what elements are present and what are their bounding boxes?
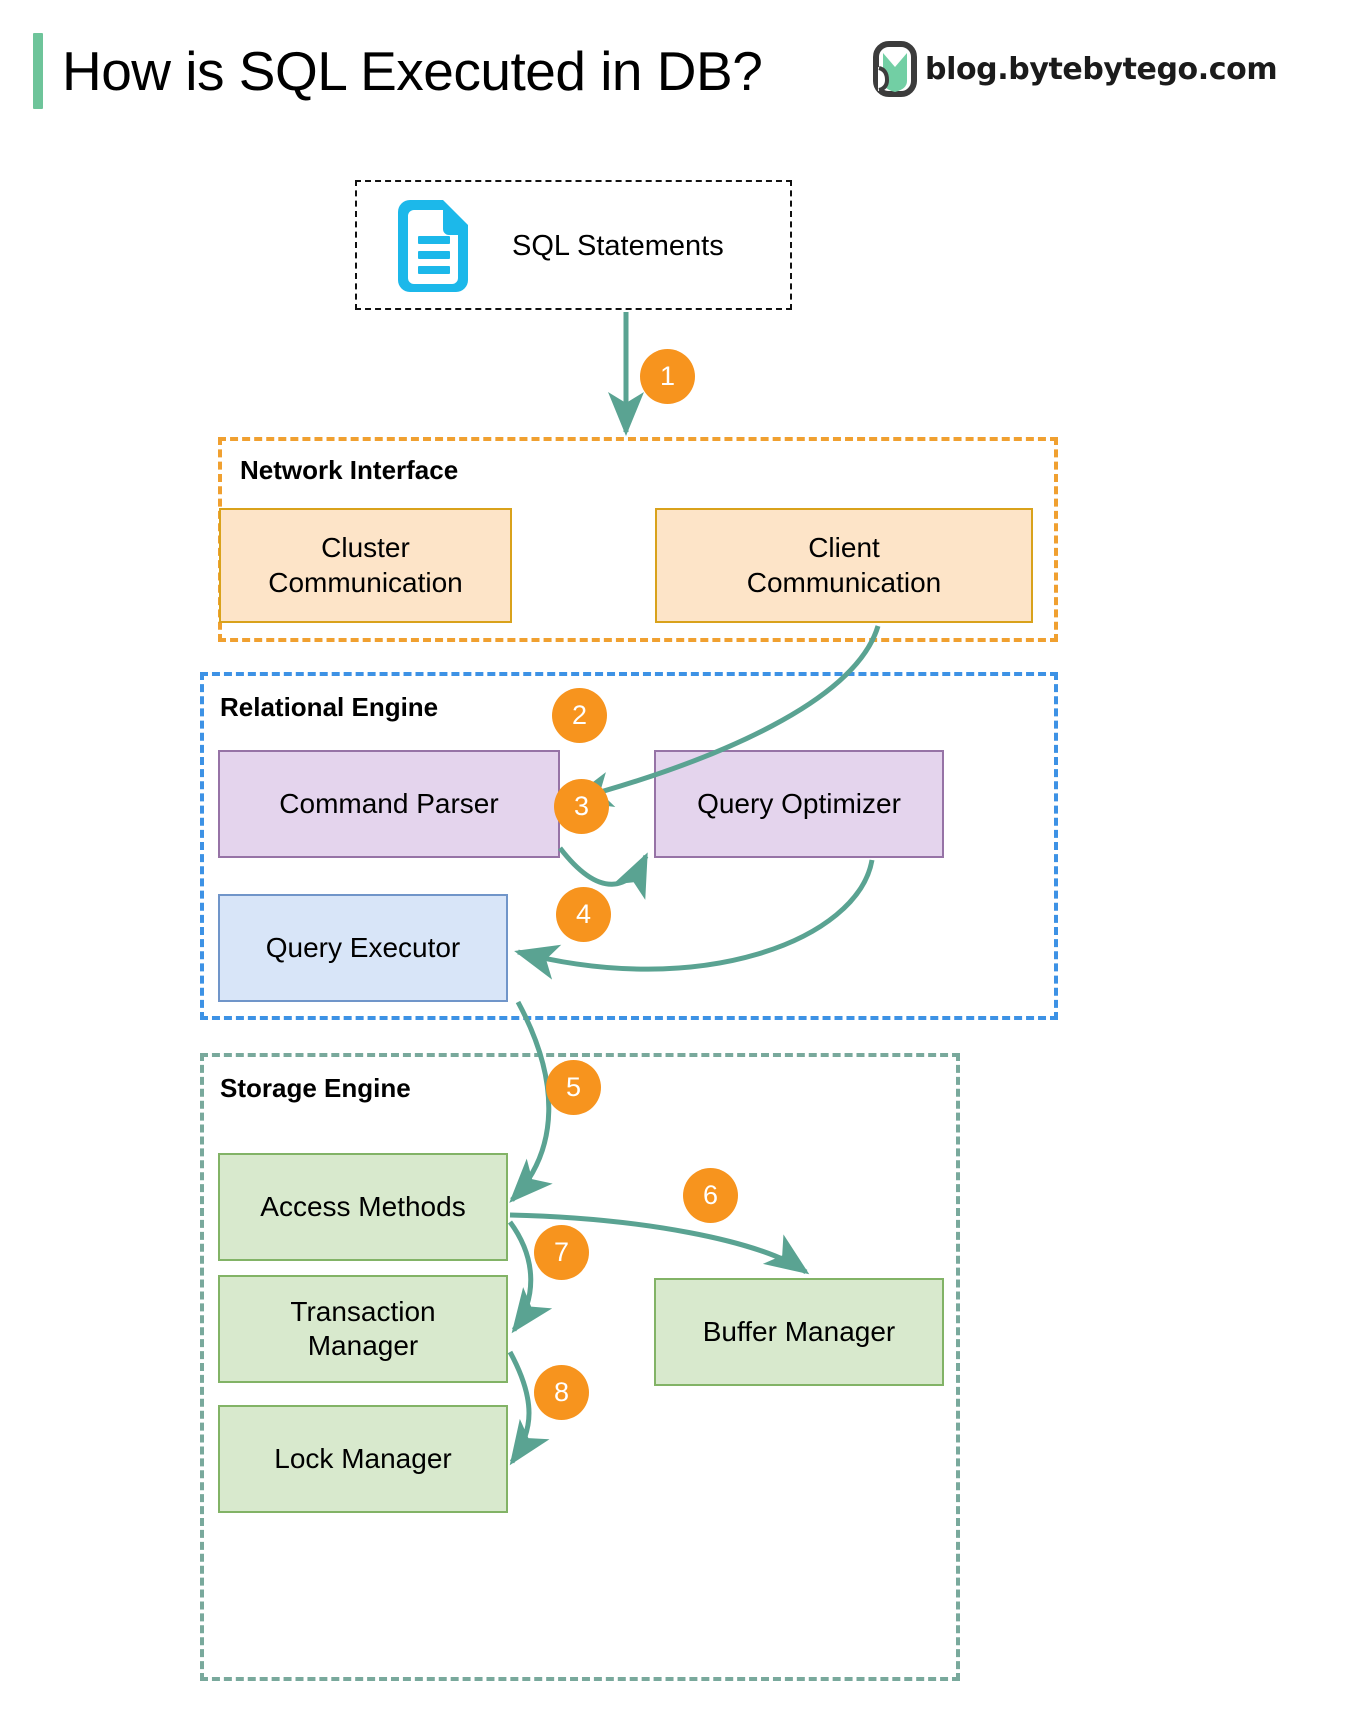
transaction-manager-line2: Manager xyxy=(307,1330,419,1361)
group-label-network-interface: Network Interface xyxy=(240,455,459,485)
page-title: How is SQL Executed in DB? xyxy=(62,40,763,102)
step-badge-1: 1 xyxy=(640,349,695,404)
node-command-parser[interactable]: Command Parser xyxy=(218,750,560,858)
node-label-cluster-communication: Cluster Communication xyxy=(268,531,463,599)
node-transaction-manager[interactable]: Transaction Manager xyxy=(218,1275,508,1383)
node-label-client-communication: Client Communication xyxy=(747,531,942,599)
node-label-buffer-manager: Buffer Manager xyxy=(702,1315,896,1347)
cluster-communication-line2: Communication xyxy=(268,566,463,598)
transaction-manager-line1: Transaction xyxy=(290,1295,436,1327)
node-cluster-communication[interactable]: Cluster Communication xyxy=(219,508,512,623)
step-badge-8: 8 xyxy=(534,1365,589,1420)
bytebytego-logo-icon xyxy=(873,41,917,97)
sql-statements-label: SQL Statements xyxy=(512,230,724,262)
node-label-query-optimizer: Query Optimizer xyxy=(697,787,901,819)
node-label-access-methods: Access Methods xyxy=(260,1190,466,1222)
node-query-optimizer[interactable]: Query Optimizer xyxy=(654,750,944,858)
page-header: How is SQL Executed in DB? blog.bytebyte… xyxy=(0,0,1358,140)
group-label-storage-engine: Storage Engine xyxy=(220,1073,411,1103)
title-accent-bar xyxy=(33,33,43,109)
brand-text: blog.bytebytego.com xyxy=(925,51,1278,87)
node-label-transaction-manager: Transaction Manager xyxy=(290,1295,435,1363)
step-badge-3: 3 xyxy=(554,779,609,834)
step-badge-2: 2 xyxy=(552,688,607,743)
group-storage-engine xyxy=(200,1053,960,1681)
node-label-query-executor: Query Executor xyxy=(265,931,461,963)
node-client-communication[interactable]: Client Communication xyxy=(655,508,1033,623)
node-label-command-parser: Command Parser xyxy=(279,787,499,819)
client-communication-line2: Communication xyxy=(746,566,942,598)
node-label-lock-manager: Lock Manager xyxy=(274,1442,452,1474)
group-label-relational-engine: Relational Engine xyxy=(220,692,439,722)
step-badge-5: 5 xyxy=(546,1060,601,1115)
node-lock-manager[interactable]: Lock Manager xyxy=(218,1405,508,1513)
node-query-executor[interactable]: Query Executor xyxy=(218,894,508,1002)
client-communication-line1: Client xyxy=(808,532,880,564)
step-badge-6: 6 xyxy=(683,1168,738,1223)
cluster-communication-line1: Cluster xyxy=(321,532,410,564)
step-badge-4: 4 xyxy=(556,887,611,942)
node-buffer-manager[interactable]: Buffer Manager xyxy=(654,1278,944,1386)
node-access-methods[interactable]: Access Methods xyxy=(218,1153,508,1261)
brand-watermark: blog.bytebytego.com xyxy=(873,38,1278,100)
document-icon xyxy=(388,200,478,292)
step-badge-7: 7 xyxy=(534,1225,589,1280)
